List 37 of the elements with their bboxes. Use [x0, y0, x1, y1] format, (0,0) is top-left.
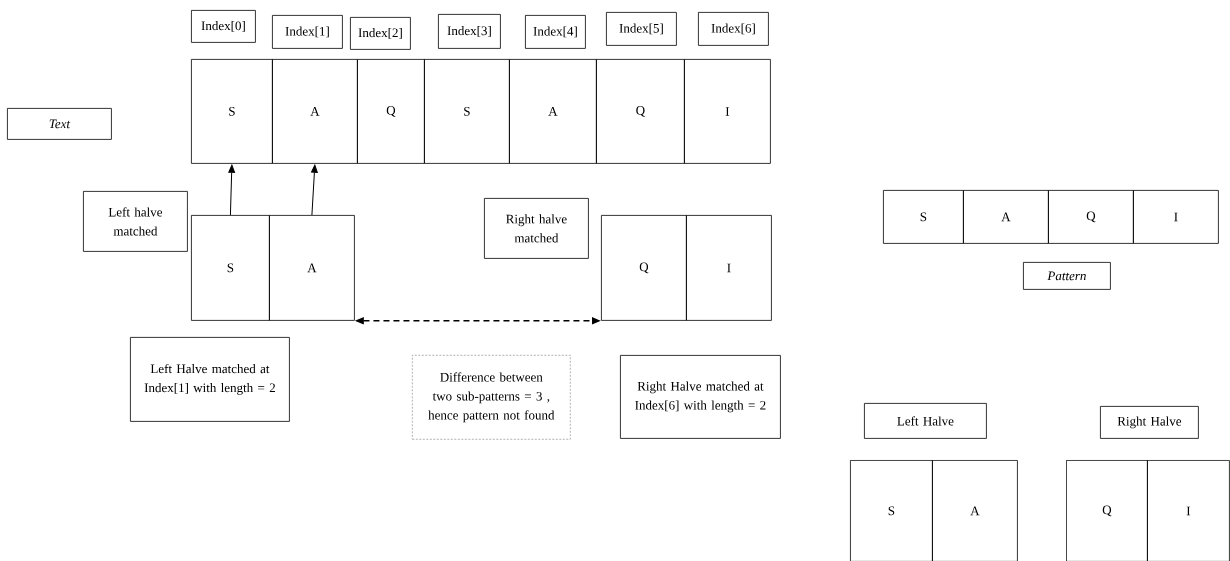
letter-cell: I	[686, 215, 772, 321]
arrow	[311, 164, 318, 216]
label-box: Left Halve	[864, 403, 987, 439]
label-box: Index[5]	[606, 12, 677, 46]
callout-box: Left Halve matched at Index[1] with length = 2	[130, 337, 290, 422]
label-box: Right Halve	[1100, 406, 1199, 439]
label-box: Index[2]	[350, 17, 411, 50]
arrow	[228, 164, 236, 216]
letter-cell: Q	[357, 59, 425, 164]
letter-cell: I	[684, 59, 771, 164]
letter-cell: Q	[596, 59, 685, 164]
callout-box: Right halve matched	[484, 198, 589, 259]
callout-box: Right Halve matched at Index[6] with length = 2	[620, 355, 781, 439]
label-box: Index[3]	[438, 14, 501, 49]
letter-cell: I	[1133, 190, 1219, 244]
label-box: Index[0]	[191, 10, 256, 43]
note-box: Difference between two sub-patterns = 3 , hence pattern not found	[412, 355, 571, 440]
letter-cell: A	[269, 215, 355, 321]
letter-cell: S	[424, 59, 510, 164]
callout-box: Left halve matched	[83, 191, 188, 252]
letter-cell: S	[191, 59, 273, 164]
label-box: Index[6]	[698, 12, 769, 46]
letter-cell: Q	[1048, 190, 1134, 244]
letter-cell: A	[272, 59, 358, 164]
label-box: Index[4]	[525, 15, 586, 49]
letter-cell: S	[850, 460, 933, 561]
letter-cell: A	[509, 59, 597, 164]
letter-cell: Q	[1066, 460, 1148, 561]
letter-cell: Q	[601, 215, 687, 321]
label-box: Pattern	[1023, 262, 1111, 290]
letter-cell: A	[963, 190, 1049, 244]
letter-cell: A	[932, 460, 1018, 561]
label-box: Text	[7, 108, 112, 140]
letter-cell: S	[883, 190, 964, 244]
letter-cell: I	[1147, 460, 1230, 561]
letter-cell: S	[191, 215, 270, 321]
label-box: Index[1]	[272, 15, 343, 49]
